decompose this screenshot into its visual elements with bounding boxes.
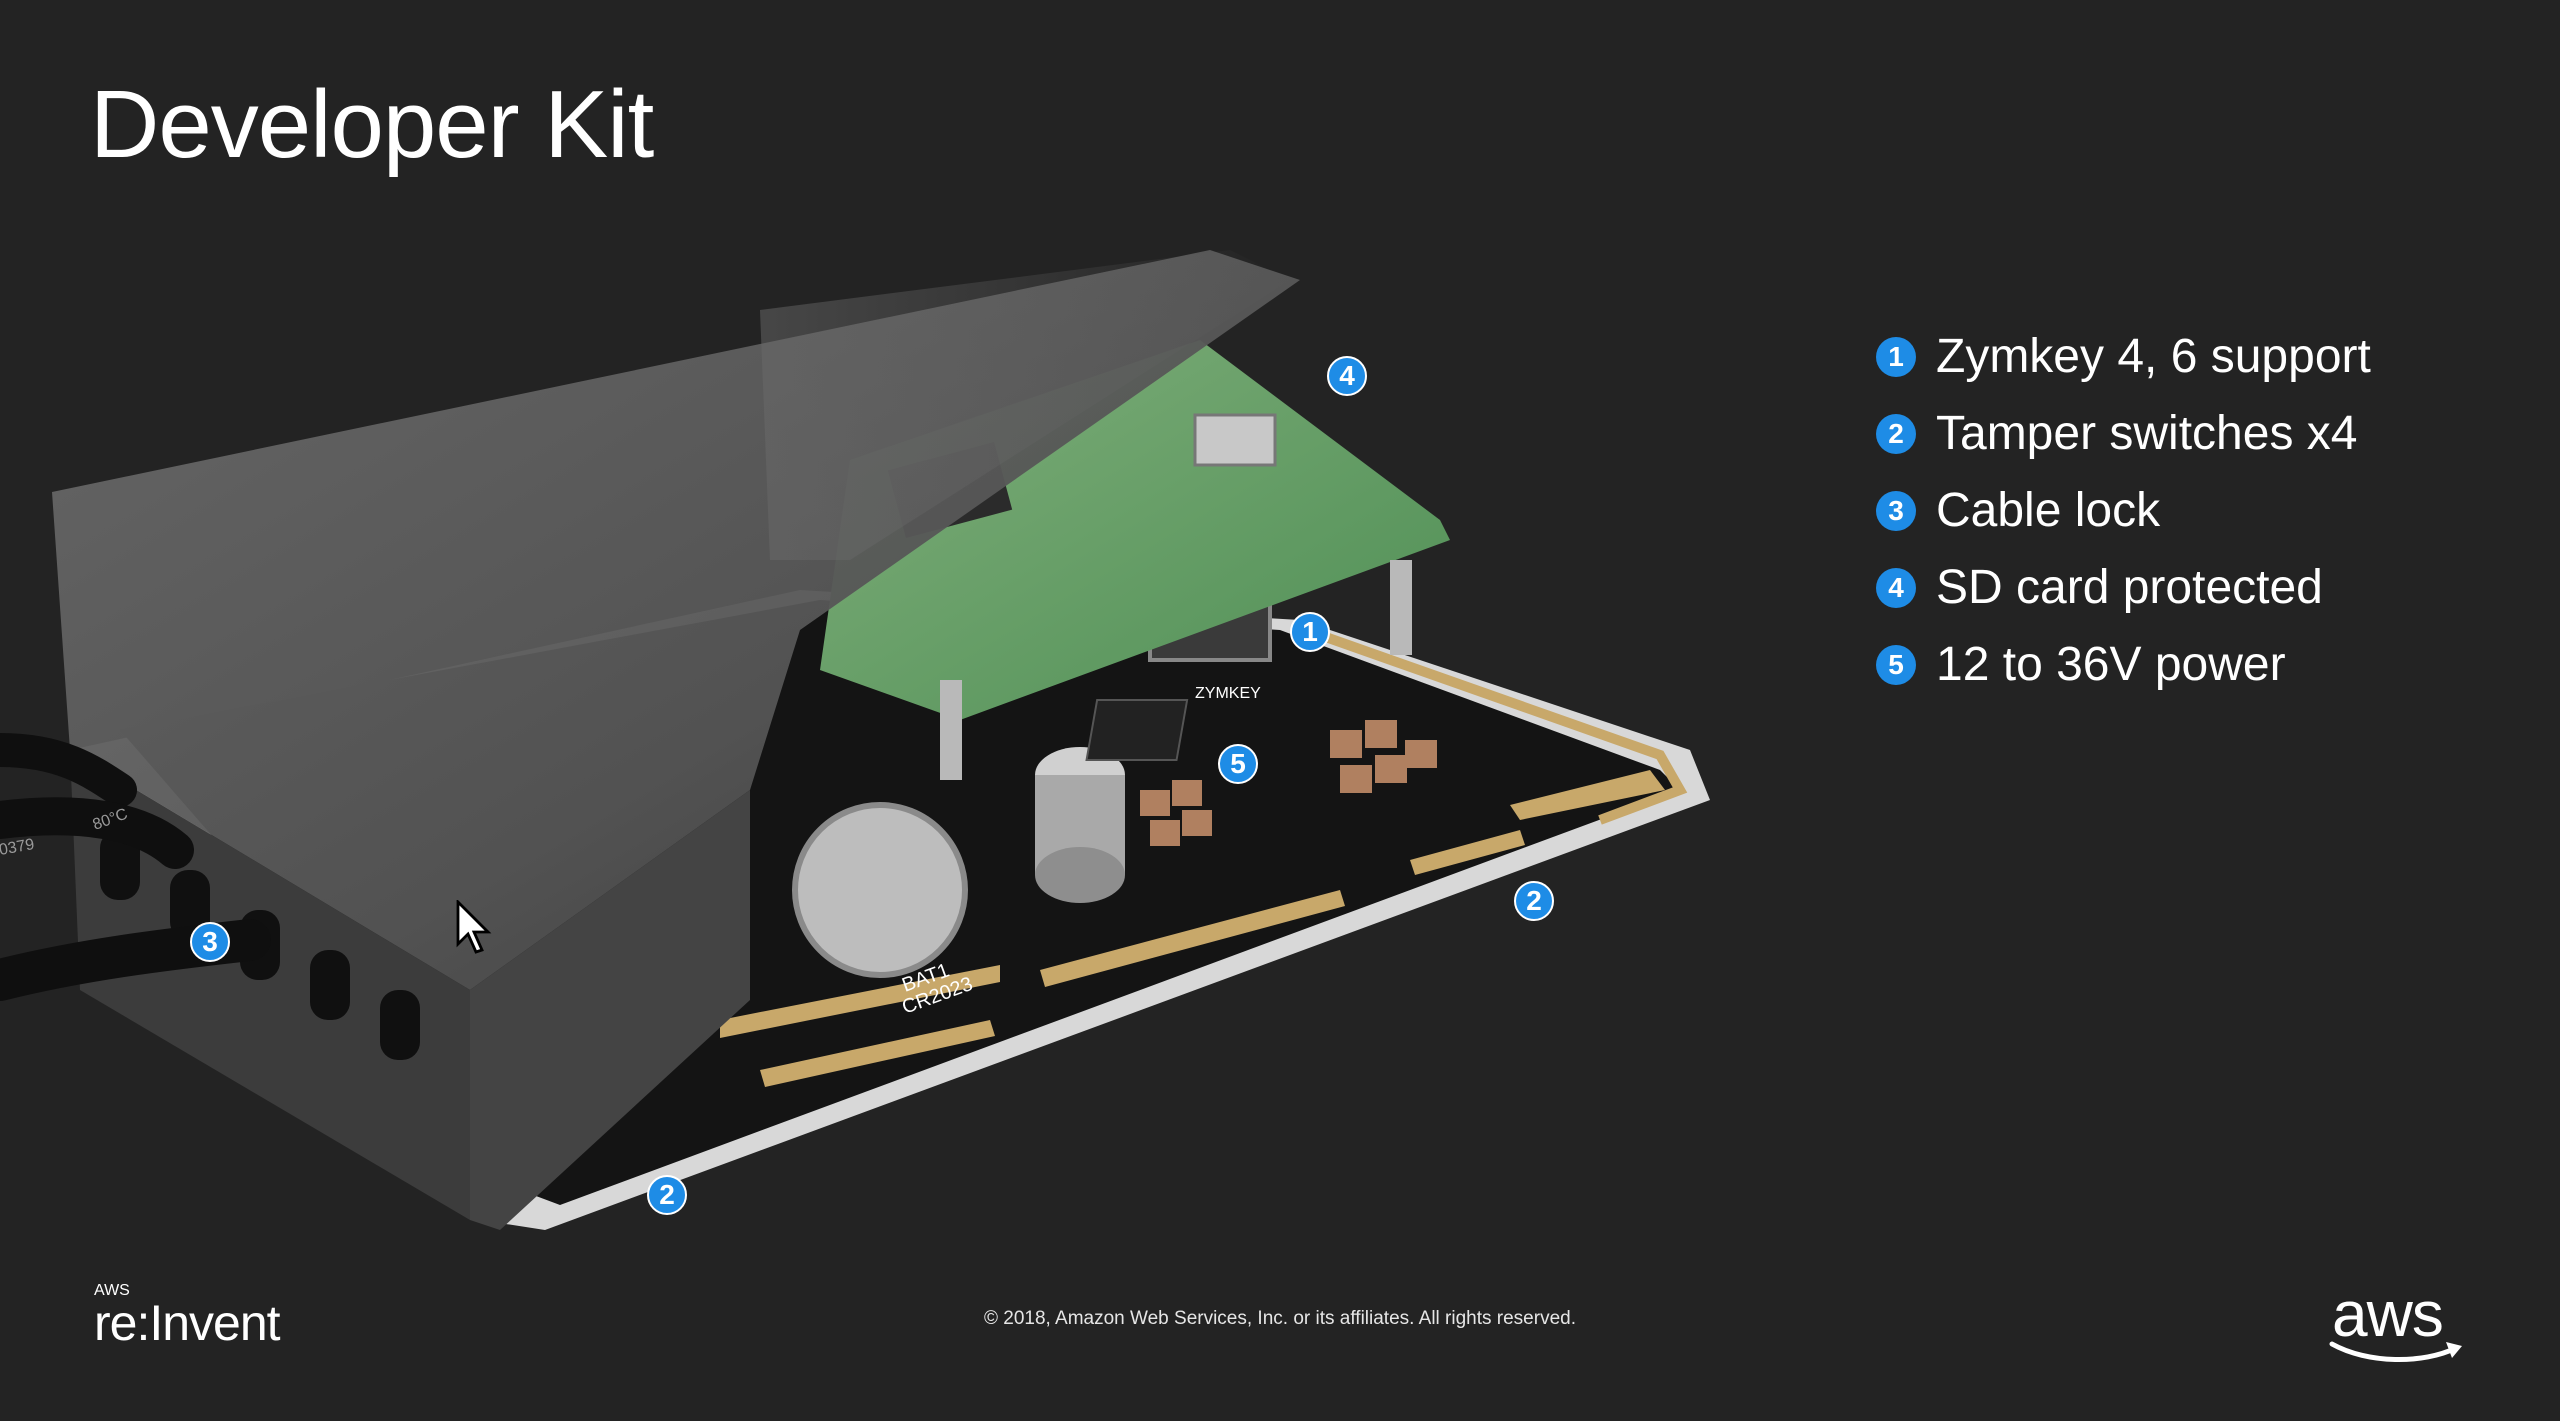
callout-sd-card: 4 <box>1327 356 1367 396</box>
cable-slots <box>100 830 420 1060</box>
mouse-pointer-icon <box>456 900 492 954</box>
standoff <box>940 680 962 780</box>
reinvent-logo-text: re:Invent <box>94 1295 281 1351</box>
zymkey-chip <box>1085 699 1189 761</box>
feature-text: SD card protected <box>1936 561 2323 614</box>
slide-title: Developer Kit <box>90 71 654 178</box>
feature-number: 5 <box>1876 644 1916 685</box>
feature-item: 1 Zymkey 4, 6 support <box>1876 318 2371 395</box>
feature-list: 1 Zymkey 4, 6 support 2 Tamper switches … <box>1876 318 2371 703</box>
callout-zymkey: 1 <box>1290 612 1330 652</box>
feature-number: 4 <box>1876 567 1916 608</box>
feature-item: 3 Cable lock <box>1876 472 2371 549</box>
chip-label: ZYMKEY <box>1195 685 1261 702</box>
feature-text: Tamper switches x4 <box>1936 407 2358 460</box>
feature-item: 4 SD card protected <box>1876 549 2371 626</box>
cable-print: 0379 <box>0 836 36 859</box>
standoff <box>1390 560 1412 655</box>
reinvent-logo-aws: AWS <box>94 1282 130 1299</box>
board-trim <box>1318 630 1688 825</box>
aws-logo: aws <box>2329 1278 2472 1372</box>
callout-cable-lock: 3 <box>190 922 230 962</box>
coin-battery <box>792 802 968 978</box>
feature-number: 2 <box>1876 413 1916 454</box>
feature-number: 3 <box>1876 490 1916 531</box>
feature-text: Zymkey 4, 6 support <box>1936 330 2371 383</box>
callout-tamper-right: 2 <box>1514 881 1554 921</box>
developer-kit-photo: BAT1 CR2023 ZYMKEY <box>0 250 1710 1230</box>
feature-item: 5 12 to 36V power <box>1876 626 2371 703</box>
callout-tamper-bottom: 2 <box>647 1175 687 1215</box>
aws-smile-icon <box>2329 1341 2462 1362</box>
feature-item: 2 Tamper switches x4 <box>1876 395 2371 472</box>
smd-components <box>1140 720 1437 846</box>
tamper-pads <box>720 770 1665 1087</box>
callout-power: 5 <box>1218 744 1258 784</box>
copyright-text: © 2018, Amazon Web Services, Inc. or its… <box>983 1308 1576 1329</box>
enclosure-side <box>470 790 750 1230</box>
aws-logo-text: aws <box>2332 1278 2444 1350</box>
enclosure-fade <box>760 250 1290 560</box>
sd-card <box>1193 413 1277 467</box>
feature-text: Cable lock <box>1936 484 2161 537</box>
capacitor-bottom <box>1035 847 1125 903</box>
feature-text: 12 to 36V power <box>1936 638 2286 691</box>
reinvent-logo: AWS re:Invent <box>94 1282 281 1351</box>
feature-number: 1 <box>1876 336 1916 377</box>
